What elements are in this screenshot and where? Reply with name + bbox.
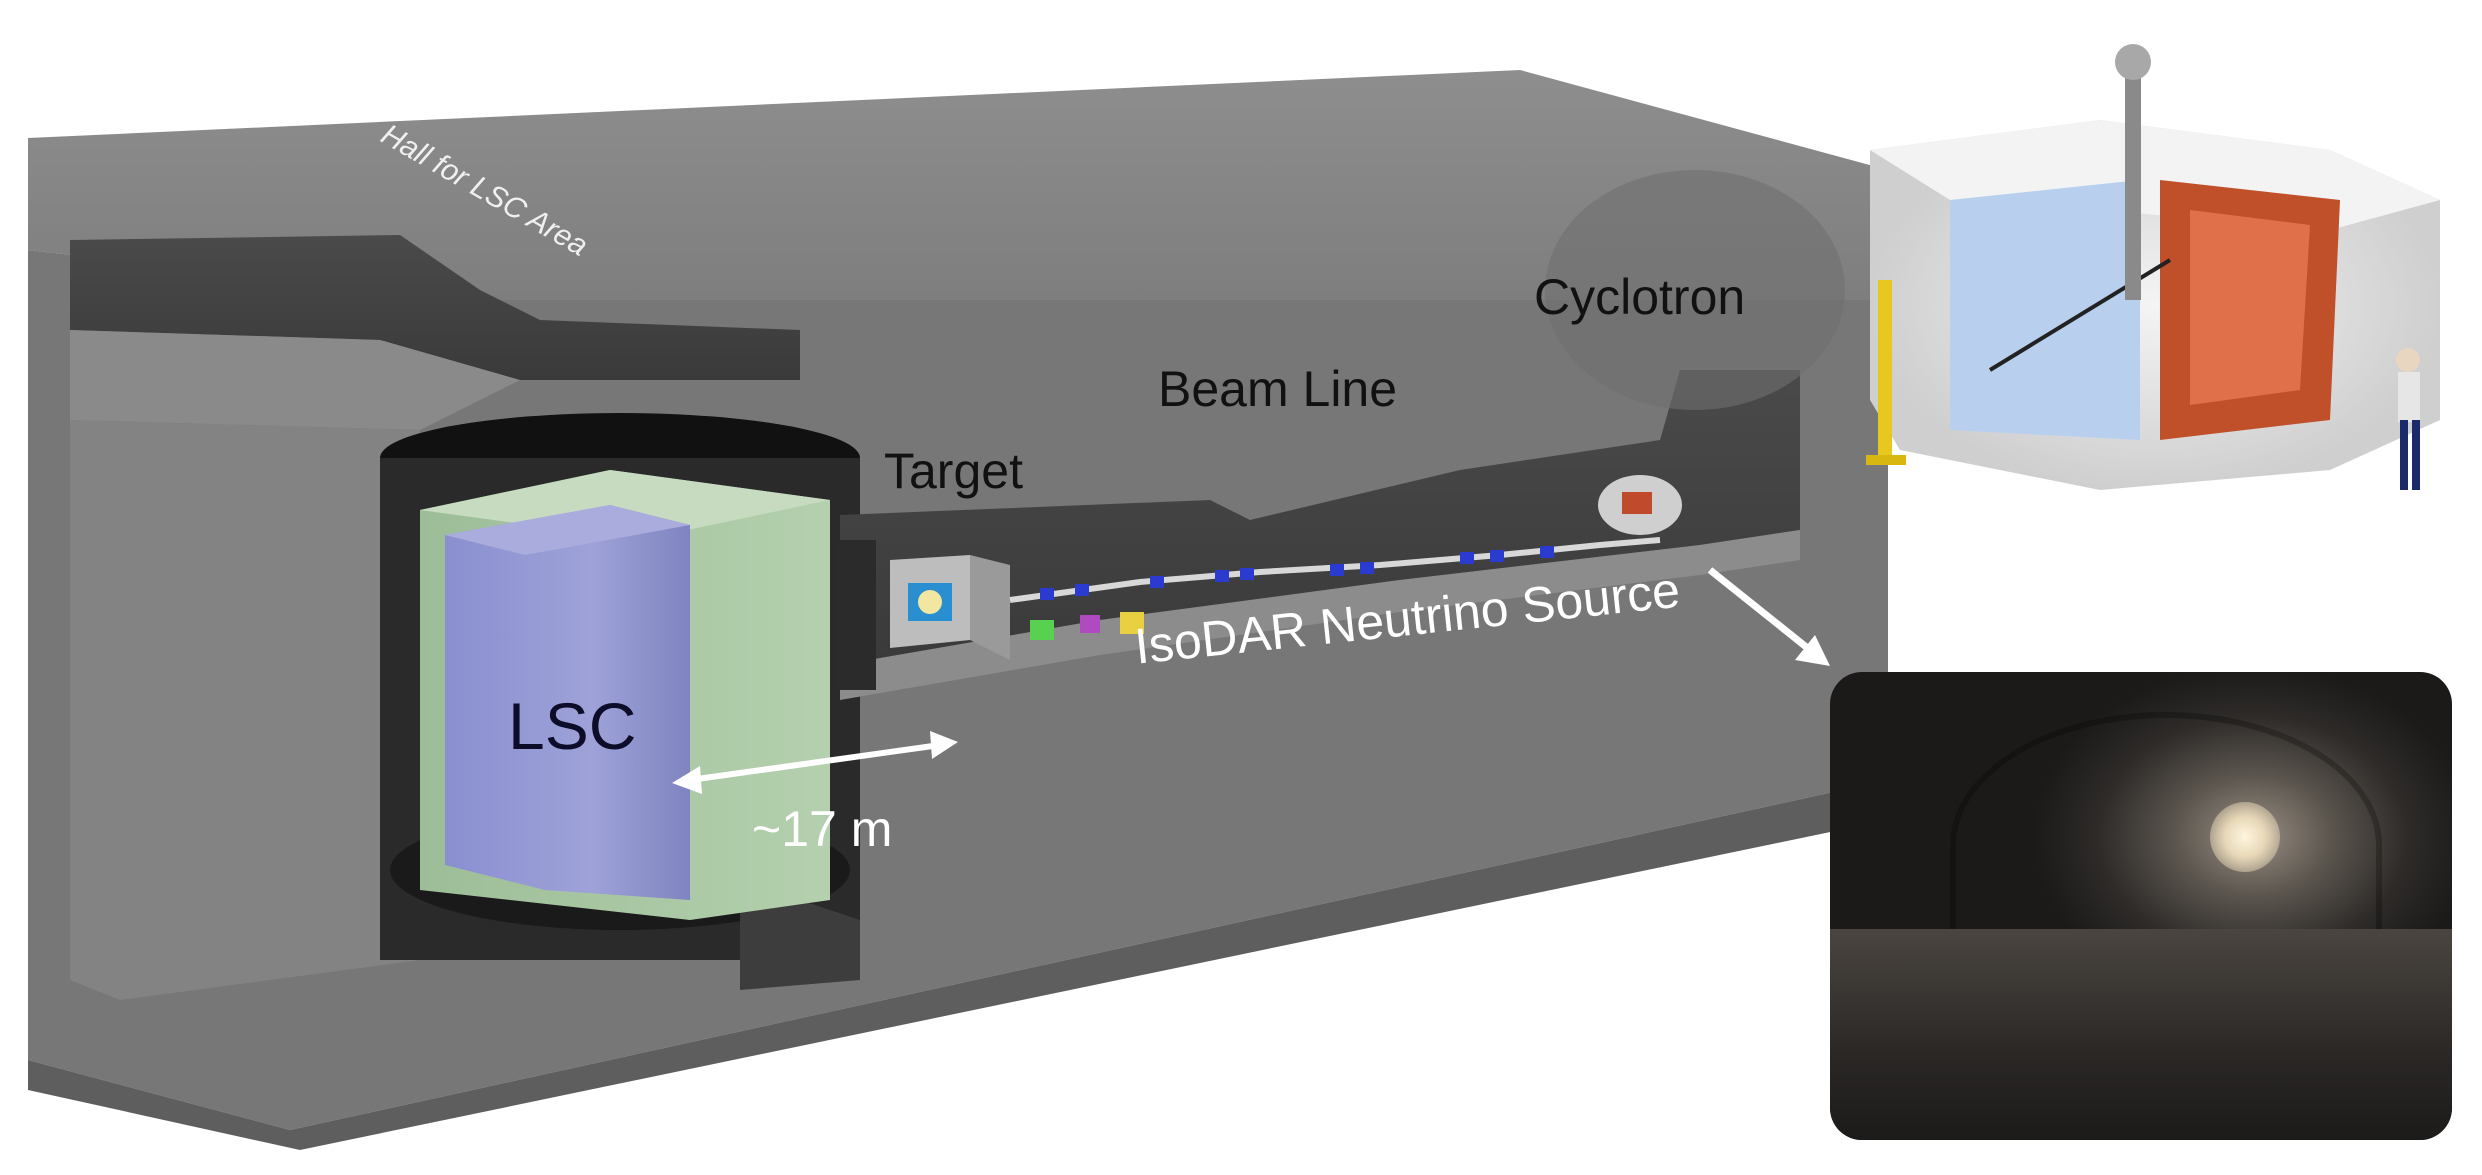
target-block-side [970,555,1010,660]
cyclotron-ion-source-head [2115,44,2151,80]
cyclotron-label: Cyclotron [1534,269,1746,325]
target-shield-wall [836,540,876,690]
lsc-detector [420,470,830,920]
cyclotron-ion-source [2125,70,2141,300]
photo-floor [1830,929,2452,1140]
tunnel-cyclotron-core [1622,492,1652,514]
callout-arrow [1707,567,1830,666]
cyclotron-window [1950,180,2140,440]
person-leg-left [2400,420,2408,490]
purple-component [1080,615,1100,633]
beam-line-label: Beam Line [1158,361,1398,417]
person-head [2396,348,2420,372]
rock-top-surface [28,70,1888,300]
detector-inner-vessel [445,505,690,900]
tunnel-floor [840,530,1800,700]
beam-magnets [1040,546,1554,600]
cyclotron-stand [1878,280,1892,460]
target-disc [918,590,942,614]
cyclotron-stand-base [1866,455,1906,465]
beam-pipe [1009,537,1661,603]
beam-tunnel [836,370,1800,700]
cyclotron-core-inner [2190,210,2310,405]
yellow-component [1120,612,1144,634]
rock-bottom-edge [28,780,1888,1150]
cyclotron-shadow [1545,170,1845,410]
photo-lamp [2210,802,2280,872]
upper-ledge [70,330,520,430]
photo-arch [1950,712,2382,978]
detector-inner-top [445,505,690,555]
cyclotron-cutaway [1545,44,2440,490]
person-torso [2398,372,2420,422]
lsc-label: LSC [508,689,637,763]
target-label: Target [884,443,1023,499]
distance-label: ~17 m [752,801,893,857]
left-cut-face [70,420,420,1000]
upper-tunnel-recess [70,235,800,380]
distance-arrow [672,731,958,794]
person-leg-right [2412,420,2420,490]
green-component [1030,620,1054,640]
cavern-photo [1830,672,2452,1140]
